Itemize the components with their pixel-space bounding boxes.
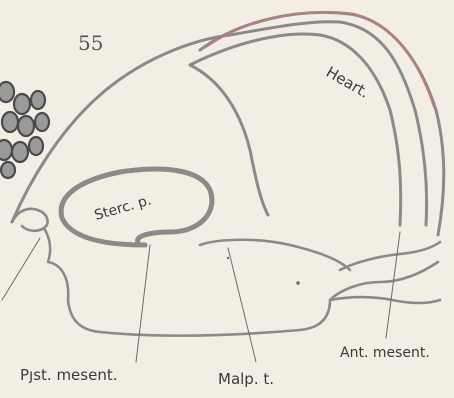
figure-number: 55 bbox=[78, 31, 103, 55]
label-ant-mesent: Ant. mesent. bbox=[340, 345, 430, 361]
label-sterc-p: Sterc. p. bbox=[93, 192, 154, 223]
body-dot bbox=[296, 281, 300, 285]
tail-upper bbox=[340, 242, 440, 270]
heart-lower-line bbox=[190, 65, 268, 215]
pointer-malp bbox=[228, 248, 256, 362]
body-dot-2 bbox=[227, 257, 229, 259]
pointer-left bbox=[2, 238, 40, 300]
label-post-mesent: Pȷst. mesent. bbox=[20, 366, 118, 384]
label-heart: Heart. bbox=[323, 63, 372, 102]
ventral-line bbox=[200, 240, 350, 270]
body-red-edge bbox=[205, 12, 434, 108]
mouth-lower bbox=[44, 228, 300, 336]
heart-inner-outline bbox=[190, 34, 401, 225]
label-malp-t: Malp. t. bbox=[218, 370, 274, 388]
tail-line bbox=[330, 297, 440, 303]
pointer-post-mesent bbox=[136, 245, 150, 362]
pointer-ant-mesent bbox=[386, 232, 400, 338]
